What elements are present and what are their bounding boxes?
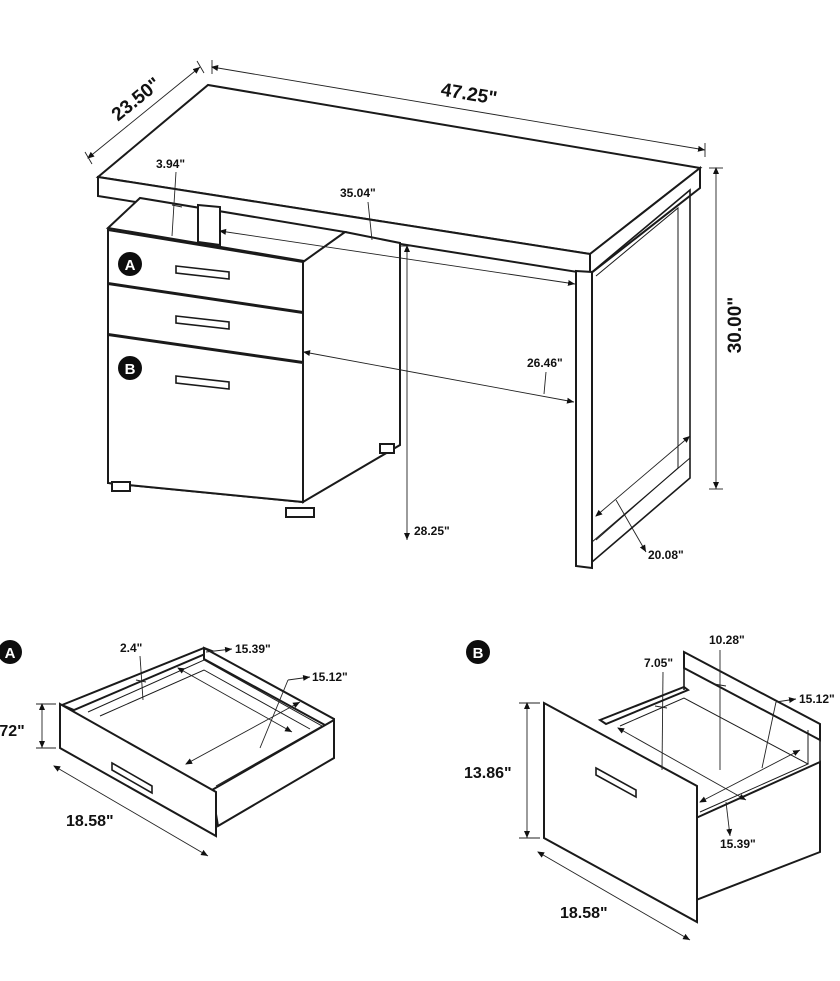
- svg-text:A: A: [5, 645, 16, 662]
- top-thickness-label: 3.94": [156, 157, 185, 171]
- desk-height-label: 30.00": [725, 297, 746, 354]
- svg-text:B: B: [125, 361, 136, 378]
- knee-depth-label: 26.46": [527, 356, 563, 370]
- drawer-a-inner-width-label: 15.12": [312, 670, 348, 684]
- cabinet-foot: [285, 507, 315, 518]
- drawer-a-title-badge: A: [0, 640, 22, 664]
- drawer-a-drawing: A 2.4" 15.39" 15.12" 4.72" 18.58": [0, 640, 348, 857]
- drawer-b-height-label: 13.86": [464, 765, 512, 782]
- drawer-a-inner-depth-label: 15.39": [235, 642, 271, 656]
- shelf-post: [197, 203, 221, 247]
- drawer-b-back-height-label: 10.28": [709, 633, 745, 647]
- drawer-a-badge: A: [118, 252, 142, 276]
- cabinet-foot: [111, 481, 131, 492]
- drawer-b-side-height-label: 7.05": [644, 656, 673, 670]
- desk-drawing: A B 23.50" 47.25" 3.94" 35.04" 26.46": [84, 60, 746, 570]
- drawer-b-badge: B: [118, 356, 142, 380]
- leg-depth-label: 20.08": [648, 548, 684, 562]
- drawer-b-inner-width-label: 15.12": [799, 692, 835, 706]
- drawer-a-width-label: 18.58": [66, 813, 114, 830]
- drawer-b-handle: [175, 375, 230, 390]
- drawer-b-drawing: B 7.05" 10.28" 15.12" 15.39" 13.86": [464, 633, 835, 941]
- drawer-a-left-side: [59, 646, 215, 712]
- drawer-a-side-height-label: 2.4": [120, 641, 142, 655]
- desk-depth-label: 23.50": [108, 74, 165, 126]
- drawer-a-height-label: 4.72": [0, 723, 25, 740]
- drawer-a-back: [203, 646, 335, 732]
- knee-height-label: 28.25": [414, 524, 450, 538]
- drawer-b-front: [543, 701, 698, 924]
- desk-width-label: 47.25": [439, 80, 498, 110]
- drawer-b-title-badge: B: [466, 640, 490, 664]
- drawer-middle-handle: [175, 315, 230, 330]
- drawer-a-right-side: [210, 718, 335, 828]
- svg-text:B: B: [473, 645, 484, 662]
- knee-width-label: 35.04": [340, 186, 376, 200]
- svg-text:A: A: [125, 257, 136, 274]
- drawer-b-width-label: 18.58": [560, 905, 608, 922]
- cabinet-foot: [379, 443, 395, 454]
- drawer-b-front: [107, 333, 304, 504]
- drawer-b-inner-depth-label: 15.39": [720, 837, 756, 851]
- metal-leg-frame: [591, 188, 691, 563]
- drawer-b-left-side: [597, 685, 691, 726]
- desk-top-side-edge: [589, 165, 701, 277]
- metal-leg-front-post: [575, 269, 593, 570]
